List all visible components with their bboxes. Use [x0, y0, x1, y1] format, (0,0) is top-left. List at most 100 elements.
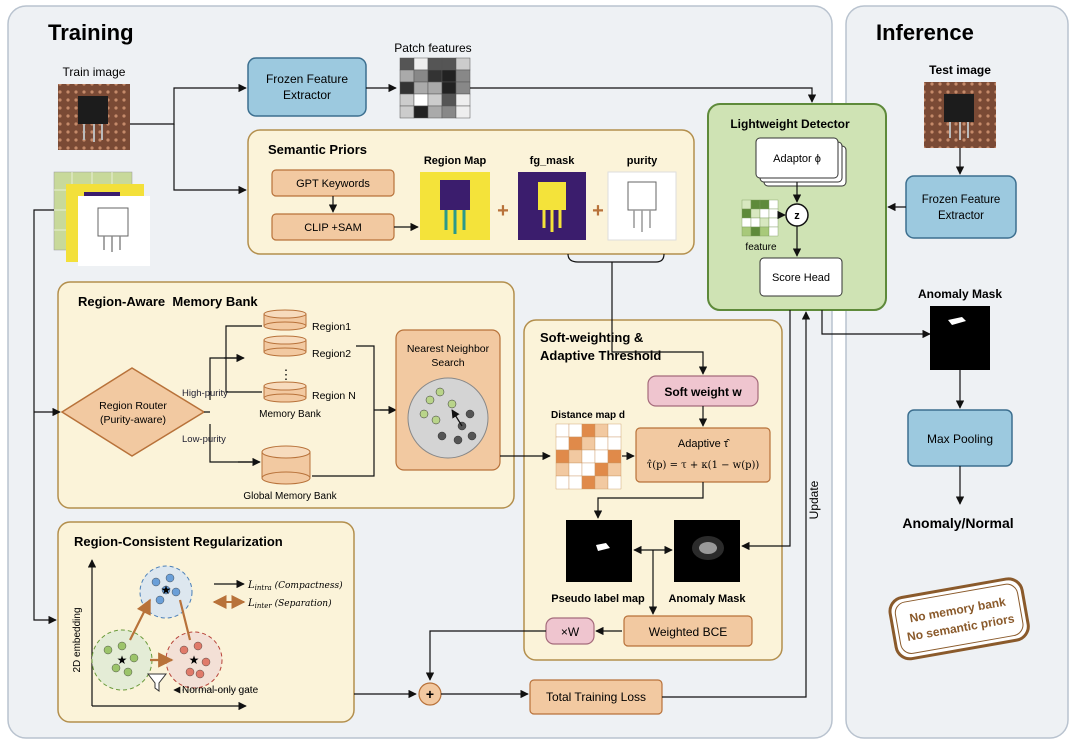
feature-label: feature — [745, 242, 777, 253]
region-cylinders — [263, 309, 307, 403]
patch-cell — [399, 69, 415, 83]
inference-extractor-line1: Frozen Feature — [922, 194, 1001, 206]
feature-cell — [741, 226, 752, 237]
memory-bank-title: Region-Aware Memory Bank — [78, 294, 258, 309]
patch-cell — [413, 81, 429, 95]
patch-cell — [427, 93, 443, 107]
nn-point — [467, 431, 477, 441]
distance-cell — [594, 449, 609, 464]
distance-cell — [581, 423, 596, 438]
nn-point — [435, 387, 445, 397]
soft-weighting-title1: Soft-weighting & — [540, 330, 643, 345]
feature-grid — [741, 199, 779, 237]
distance-cell — [594, 475, 609, 490]
patch-cell — [413, 105, 429, 119]
patch-cell — [427, 105, 443, 119]
patch-cell — [427, 69, 443, 83]
test-image — [924, 82, 996, 148]
purity-label: purity — [627, 155, 658, 167]
plus-icon-2: + — [592, 200, 604, 222]
frozen-extractor-training: Frozen Feature Extractor — [247, 57, 367, 117]
sum-symbol: + — [426, 686, 434, 702]
inter-cluster-arrows — [129, 600, 192, 660]
region-router — [60, 367, 206, 457]
frozen-extractor-line1: Frozen Feature — [266, 72, 348, 86]
max-pooling-label: Max Pooling — [927, 432, 993, 446]
plus-icon-1: + — [497, 200, 509, 222]
funnel-icon — [146, 673, 168, 692]
distance-cell — [594, 436, 609, 451]
distance-cell — [581, 436, 596, 451]
score-head-label: Score Head — [772, 272, 830, 284]
cluster-point — [195, 669, 205, 679]
router-line1: Region Router — [99, 400, 167, 412]
patch-cell — [413, 69, 429, 83]
adaptor-label: Adaptor ϕ — [773, 153, 821, 165]
distance-map-label: Distance map d — [551, 410, 625, 421]
high-purity-label: High-purity — [182, 388, 228, 399]
region-cylinder-base — [263, 321, 307, 331]
distance-cell — [568, 462, 583, 477]
patch-cell — [399, 93, 415, 107]
pseudo-label-label: Pseudo label map — [551, 593, 645, 605]
region-cylinder-top — [263, 381, 307, 391]
region-ellipsis: ⋮ — [280, 367, 293, 382]
nn-point — [465, 409, 475, 419]
soft-weighting-title2: Adaptive Threshold — [540, 348, 661, 363]
cluster-point — [201, 657, 211, 667]
distance-cell — [568, 423, 583, 438]
region1-label: Region1 — [312, 321, 351, 333]
priors-stack-images — [53, 171, 150, 266]
feature-cell — [768, 217, 779, 228]
feature-cell — [768, 208, 779, 219]
fg-mask-label: fg_mask — [530, 155, 576, 167]
nn-search-circle — [407, 377, 489, 459]
patch-cell — [455, 69, 471, 83]
cluster-point — [171, 587, 181, 597]
feature-cell — [741, 208, 752, 219]
distance-cell — [555, 462, 570, 477]
nn-point — [431, 415, 441, 425]
region-cylinder-base — [263, 393, 307, 403]
region-cylinder-top — [263, 309, 307, 319]
test-image-label: Test image — [929, 63, 991, 77]
region-cylinder-base — [263, 347, 307, 357]
priors-brace — [567, 253, 665, 263]
adaptive-title: Adaptive τ̂ — [678, 438, 730, 450]
patch-cell — [399, 81, 415, 95]
feature-cell — [759, 226, 770, 237]
patch-cell — [455, 81, 471, 95]
distance-cell — [594, 423, 609, 438]
total-loss-label: Total Training Loss — [546, 690, 646, 704]
embedding-axis-label: 2D embedding — [72, 607, 83, 672]
feature-cell — [750, 199, 761, 210]
weighted-bce-box — [623, 615, 753, 647]
feature-cell — [768, 199, 779, 210]
distance-cell — [581, 475, 596, 490]
adaptive-formula: τ̂(p) = τ + κ(1 − w(p)) — [647, 460, 760, 471]
patch-features-grid — [399, 57, 471, 119]
regularization-title: Region-Consistent Regularization — [74, 534, 283, 549]
cluster-point — [117, 641, 127, 651]
nn-point — [437, 431, 447, 441]
patch-cell — [441, 93, 457, 107]
patch-features-label: Patch features — [394, 41, 471, 55]
feature-cell — [759, 208, 770, 219]
no-memory-stamp: No memory bank No semantic priors — [888, 577, 1030, 661]
distance-cell — [568, 475, 583, 490]
patch-cell — [455, 93, 471, 107]
frozen-extractor-inference: Frozen Feature Extractor — [905, 175, 1017, 239]
train-image — [58, 84, 130, 150]
training-title: Training — [48, 20, 134, 45]
feature-cell — [750, 208, 761, 219]
frozen-extractor-line2: Extractor — [283, 88, 331, 102]
distance-cell — [581, 462, 596, 477]
cluster-point — [179, 645, 189, 655]
patch-cell — [427, 57, 443, 71]
feature-cell — [750, 226, 761, 237]
distance-cell — [581, 449, 596, 464]
anomaly-mask-image-inference — [930, 306, 990, 370]
inference-extractor-line2: Extractor — [938, 210, 984, 222]
patch-cell — [413, 93, 429, 107]
